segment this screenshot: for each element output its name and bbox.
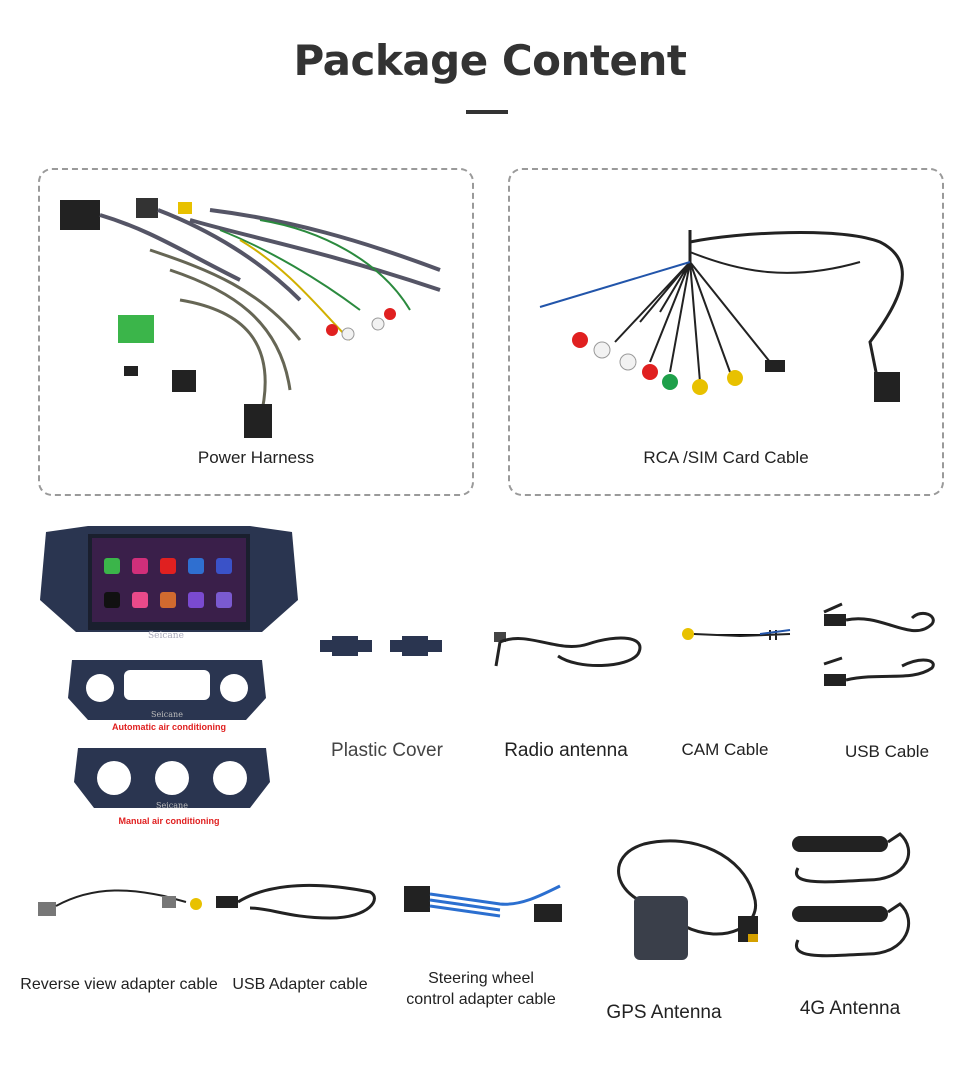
cam-cable-label: CAM Cable xyxy=(681,740,769,759)
radio-antenna-label: Radio antenna xyxy=(504,740,628,761)
radio-antenna-image xyxy=(494,632,642,667)
cam-cable-image xyxy=(682,628,791,640)
automatic-ac-label: Automatic air conditioning xyxy=(112,722,226,732)
usb-cable-label: USB Cable xyxy=(844,742,930,761)
rca-sim-label: RCA /SIM Card Cable xyxy=(643,448,809,467)
manual-ac-panel-image xyxy=(74,748,270,808)
usb-adapter-image xyxy=(216,883,376,920)
steering-wheel-adapter-image xyxy=(404,884,562,922)
antenna-4g-image xyxy=(792,832,911,958)
reverse-view-adapter-image xyxy=(38,889,202,916)
power-harness-image xyxy=(60,198,441,438)
usb-adapter-label: USB Adapter cable xyxy=(232,976,368,993)
rca-sim-card xyxy=(508,168,944,496)
plastic-cover-image xyxy=(320,636,442,656)
page-title: Package Content xyxy=(293,36,687,85)
usb-cable-image xyxy=(823,602,935,686)
plastic-cover-label: Plastic Cover xyxy=(331,740,443,761)
gps-antenna-label: GPS Antenna xyxy=(606,1002,722,1023)
auto-panel-brand: Seicane xyxy=(151,710,183,719)
reverse-view-adapter-label: Reverse view adapter cable xyxy=(20,976,218,993)
manual-panel-brand: Seicane xyxy=(156,801,188,810)
steering-wheel-label-1: Steering wheel xyxy=(428,970,534,987)
power-harness-card xyxy=(38,168,474,496)
auto-ac-panel-image xyxy=(68,660,266,720)
manual-ac-label: Manual air conditioning xyxy=(118,816,220,826)
power-harness-label: Power Harness xyxy=(197,448,315,467)
steering-wheel-label-2: control adapter cable xyxy=(406,991,556,1008)
rca-sim-cable-image xyxy=(539,230,904,402)
gps-antenna-image xyxy=(617,839,758,960)
head-unit-brand-text: Seicane xyxy=(148,631,184,641)
antenna-4g-label: 4G Antenna xyxy=(799,998,901,1019)
title-underline xyxy=(466,110,508,114)
head-unit-image: Seicane xyxy=(40,526,298,641)
